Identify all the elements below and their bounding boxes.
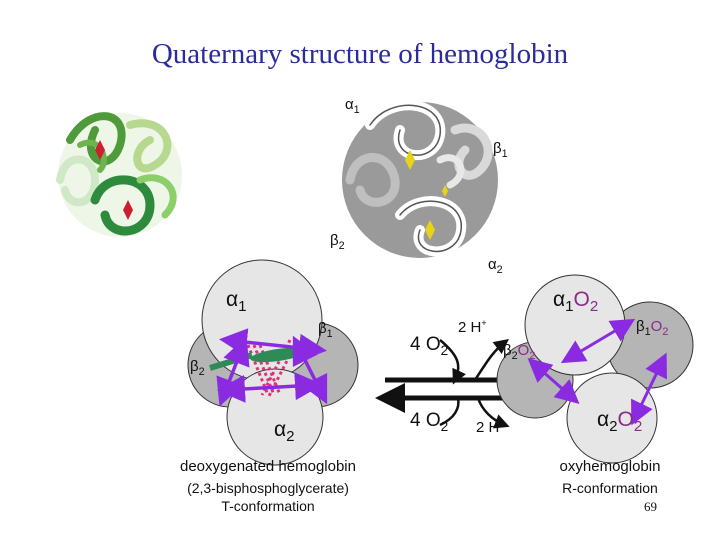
oxy-label-beta1: β1O2 bbox=[636, 318, 669, 338]
ribbon-label-beta1: β1 bbox=[493, 140, 508, 160]
ribbon-label-beta2: β2 bbox=[330, 232, 345, 252]
reaction-top-o2: 4 O2 bbox=[410, 334, 449, 358]
deoxy-label-beta1: β1 bbox=[318, 320, 333, 340]
deoxy-label-beta2: β2 bbox=[190, 358, 205, 378]
green-ribbon-model bbox=[56, 112, 182, 237]
reaction-bottom-o2: 4 O2 bbox=[410, 410, 449, 434]
slide-title: Quaternary structure of hemoglobin bbox=[151, 38, 569, 70]
deoxy-caption: deoxygenated hemoglobin bbox=[180, 458, 356, 475]
reaction-bottom-h: 2 H+ bbox=[476, 418, 505, 436]
gray-ribbon-model bbox=[342, 100, 498, 258]
deoxy-subcaption-conformation: T-conformation bbox=[221, 498, 315, 514]
oxy-subcaption-conformation: R-conformation bbox=[562, 480, 658, 496]
ribbon-label-alpha2: α2 bbox=[488, 256, 503, 276]
oxy-label-alpha1: α1O2 bbox=[553, 288, 599, 316]
oxy-label-beta2: β2O2 bbox=[503, 342, 536, 362]
oxy-tetramer bbox=[496, 274, 694, 464]
reaction-top-h: 2 H+ bbox=[458, 318, 487, 336]
oxy-caption: oxyhemoglobin bbox=[559, 458, 661, 475]
deoxy-label-alpha2: α2 bbox=[274, 418, 295, 446]
deoxy-label-alpha1: α1 bbox=[226, 288, 247, 316]
ribbon-label-alpha1: α1 bbox=[345, 96, 360, 116]
deoxy-subcaption-bpg: (2,3-bisphosphoglycerate) bbox=[187, 480, 349, 496]
oxy-label-alpha2: α2O2 bbox=[597, 408, 643, 436]
deoxy-tetramer bbox=[187, 259, 359, 466]
page-number: 69 bbox=[644, 499, 657, 514]
